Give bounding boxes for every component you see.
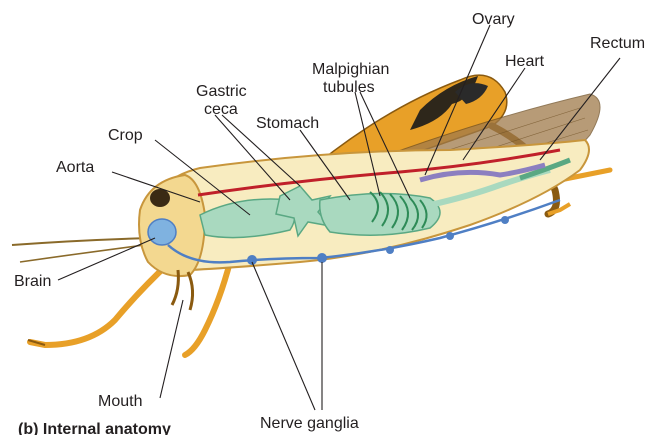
label-ovary: Ovary — [472, 11, 515, 28]
label-stomach: Stomach — [256, 115, 319, 132]
label-nerve-ganglia: Nerve ganglia — [260, 415, 359, 432]
label-rectum: Rectum — [590, 35, 645, 52]
compound-eye — [150, 189, 170, 207]
label-brain: Brain — [14, 273, 51, 290]
label-malpighian-2: tubules — [323, 79, 375, 96]
label-crop: Crop — [108, 127, 143, 144]
antenna-upper — [12, 238, 150, 245]
label-malpighian-1: Malpighian — [312, 61, 389, 78]
stomach — [320, 193, 440, 235]
brain — [148, 219, 176, 245]
figure-caption: (b) Internal anatomy — [18, 421, 171, 435]
label-heart: Heart — [505, 53, 545, 70]
antenna-lower — [20, 244, 152, 262]
label-mouth: Mouth — [98, 393, 142, 410]
label-gastric-1: Gastric — [196, 83, 247, 100]
label-gastric-2: ceca — [204, 101, 238, 118]
label-aorta: Aorta — [56, 159, 94, 176]
